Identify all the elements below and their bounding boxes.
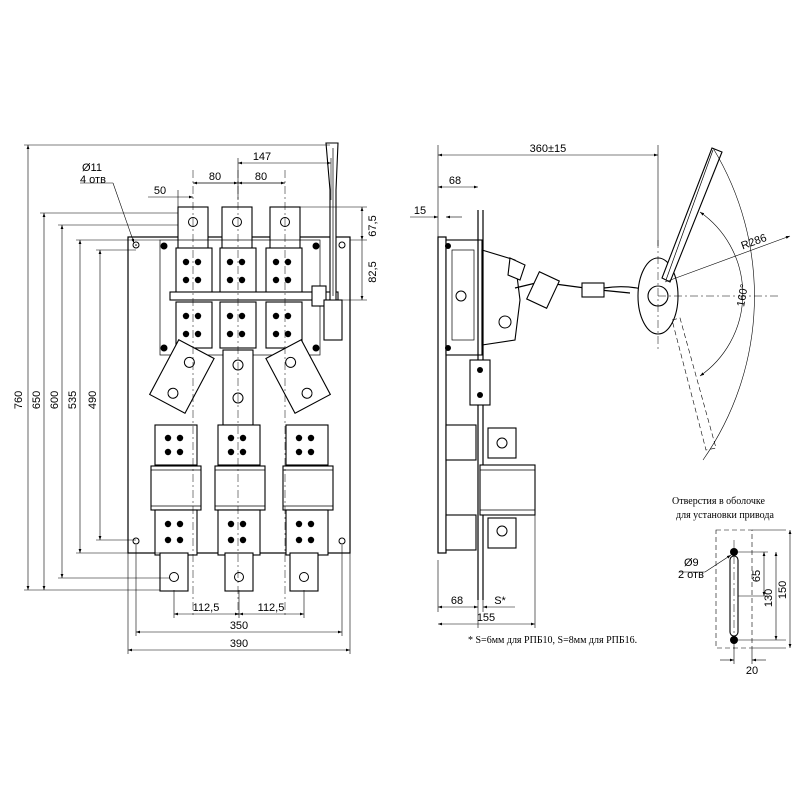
dim-15: 15 <box>414 205 426 217</box>
detail-hole-diameter: Ø9 <box>684 557 699 569</box>
hole-note-front <box>80 182 135 244</box>
detail-view: Отверстия в оболочке для установки приво… <box>672 496 792 677</box>
dim-67-5: 67,5 <box>367 215 379 236</box>
detail-caption-1: Отверстия в оболочке <box>672 496 766 507</box>
side-dims <box>410 145 659 628</box>
fuse-bodies <box>150 465 334 511</box>
side-middle-parts <box>445 359 536 551</box>
side-arc <box>658 147 791 461</box>
detail-hole-count: 2 отв <box>678 569 704 581</box>
dim-112-5-right: 112,5 <box>258 602 285 614</box>
front-dims-bottom <box>127 545 351 654</box>
dim-80-right: 80 <box>255 171 267 183</box>
dim-350: 350 <box>230 620 248 632</box>
dim-80-left: 80 <box>209 171 221 183</box>
dim-760: 760 <box>13 391 25 409</box>
dim-600: 600 <box>49 391 61 409</box>
dim-650: 650 <box>31 391 43 409</box>
detail-dim-150: 150 <box>777 581 789 599</box>
dim-155: 155 <box>477 612 495 624</box>
dim-360: 360±15 <box>530 143 567 155</box>
front-dims-left <box>24 144 330 591</box>
side-linkage <box>514 271 653 309</box>
side-footnote: * S=6мм для РПБ10, S=8мм для РПБ16. <box>468 635 637 646</box>
front-dims-right <box>300 206 367 301</box>
side-view: R286 160° 360±15 68 15 68 S* 155 * S=6мм… <box>410 143 791 646</box>
detail-dim-20: 20 <box>746 665 758 677</box>
detail-dims <box>680 529 792 664</box>
side-handle-lever <box>661 147 723 451</box>
detail-dim-65: 65 <box>751 570 763 582</box>
lower-fuse-contacts <box>154 424 329 466</box>
side-base-plate <box>437 236 447 554</box>
bottom-contacts <box>154 509 329 592</box>
dim-390: 390 <box>230 638 248 650</box>
dim-50: 50 <box>154 185 166 197</box>
mounting-holes <box>132 241 346 545</box>
dim-490: 490 <box>87 391 99 409</box>
dim-112-5-left: 112,5 <box>193 602 220 614</box>
dim-s: S* <box>494 595 506 607</box>
drive-shaft <box>169 285 343 341</box>
dim-147: 147 <box>253 151 271 163</box>
detail-caption-2: для установки привода <box>676 510 774 521</box>
dim-535: 535 <box>67 391 79 409</box>
handle-lever <box>325 142 339 301</box>
side-upper-block <box>445 239 526 356</box>
dim-68-bottom: 68 <box>451 595 463 607</box>
detail-slot <box>729 540 739 652</box>
dim-82-5: 82,5 <box>367 261 379 282</box>
hole-diameter-label: Ø11 <box>82 162 102 174</box>
front-dims-top <box>148 158 332 207</box>
detail-dim-130: 130 <box>763 589 775 607</box>
dim-68-top: 68 <box>449 175 461 187</box>
contact-blocks-upper <box>159 239 321 356</box>
fuse-holders <box>148 338 332 426</box>
front-view: 760 650 600 535 490 147 50 80 80 Ø11 4 о… <box>13 142 379 654</box>
dim-160deg: 160° <box>735 283 751 308</box>
hole-count-label: 4 отв <box>80 174 106 186</box>
